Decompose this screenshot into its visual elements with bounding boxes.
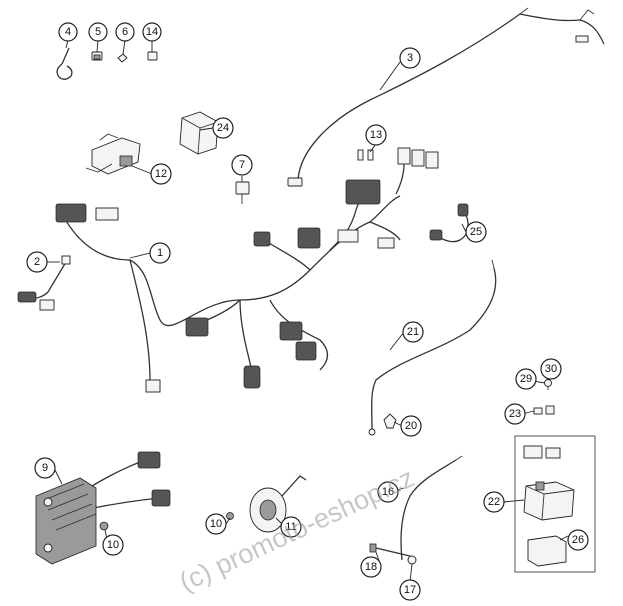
callout-label: 23 — [509, 408, 521, 420]
callout-16: 16 — [377, 481, 399, 503]
callout-4: 4 — [58, 22, 78, 42]
part-relay-box — [179, 111, 219, 155]
callout-label: 4 — [65, 26, 71, 38]
callout-5: 5 — [88, 22, 108, 42]
callout-label: 10 — [210, 518, 222, 530]
callout-7: 7 — [231, 154, 253, 176]
part-horn — [249, 475, 307, 533]
part-cable-tie — [56, 47, 73, 80]
callout-12: 12 — [150, 163, 172, 185]
part-nut-a — [99, 521, 109, 531]
callout-9: 9 — [34, 457, 56, 479]
callout-label: 20 — [405, 420, 417, 432]
callout-1: 1 — [149, 242, 171, 264]
callout-22: 22 — [483, 491, 505, 513]
callout-label: 21 — [407, 326, 419, 338]
callout-24: 24 — [212, 117, 234, 139]
callout-10: 10 — [205, 513, 227, 535]
part-bracket — [85, 133, 141, 175]
callout-17: 17 — [399, 579, 421, 601]
callout-label: 2 — [34, 256, 40, 268]
part-relay-small — [235, 181, 250, 204]
part-rear-harness — [287, 7, 605, 187]
part-clips-23 — [533, 405, 555, 415]
callout-label: 25 — [470, 226, 482, 238]
callout-3: 3 — [399, 47, 421, 69]
part-starter-relay — [523, 445, 575, 521]
callout-18: 18 — [360, 556, 382, 578]
relay-group-frame — [514, 435, 596, 573]
callout-label: 7 — [239, 159, 245, 171]
callout-30: 30 — [540, 358, 562, 380]
callout-26: 26 — [567, 529, 589, 551]
part-sensor-cable — [17, 255, 71, 311]
callout-label: 13 — [370, 129, 382, 141]
callout-label: 5 — [95, 26, 101, 38]
callout-label: 18 — [365, 561, 377, 573]
callout-23: 23 — [504, 403, 526, 425]
callout-label: 17 — [404, 584, 416, 596]
callout-13: 13 — [365, 124, 387, 146]
callout-20: 20 — [400, 415, 422, 437]
callout-11: 11 — [280, 516, 302, 538]
part-grommet — [383, 413, 397, 429]
part-main-harness — [55, 179, 401, 393]
part-fuse — [147, 51, 158, 61]
callout-label: 26 — [572, 534, 584, 546]
callout-label: 6 — [122, 26, 128, 38]
callout-29: 29 — [515, 368, 537, 390]
callout-label: 16 — [382, 486, 394, 498]
callout-label: 14 — [146, 26, 158, 38]
part-ground-cable — [400, 455, 463, 561]
part-battery-cable — [368, 259, 497, 436]
callout-label: 24 — [217, 122, 229, 134]
callout-label: 30 — [545, 363, 557, 375]
callout-10: 10 — [102, 534, 124, 556]
callout-25: 25 — [465, 221, 487, 243]
callout-label: 11 — [285, 521, 296, 533]
callout-label: 1 — [157, 247, 163, 259]
part-fuse-holders — [357, 149, 374, 161]
callout-label: 22 — [488, 496, 500, 508]
callout-14: 14 — [142, 22, 162, 42]
part-voltage-regulator — [35, 451, 171, 565]
callout-label: 10 — [107, 539, 119, 551]
callout-label: 12 — [155, 168, 167, 180]
part-connector-25 — [429, 203, 469, 243]
part-connector-block — [395, 147, 439, 195]
part-bolt — [369, 543, 411, 557]
callout-label: 3 — [407, 52, 413, 64]
callout-6: 6 — [115, 22, 135, 42]
callout-label: 9 — [42, 462, 48, 474]
part-relay-cover — [527, 535, 567, 567]
callout-2: 2 — [26, 251, 48, 273]
callout-label: 29 — [520, 373, 532, 385]
part-screw-small — [544, 379, 552, 390]
part-washer — [407, 555, 417, 565]
callout-21: 21 — [402, 321, 424, 343]
part-nut-b — [226, 512, 234, 520]
part-clip — [91, 51, 103, 61]
part-bulb — [117, 53, 128, 63]
